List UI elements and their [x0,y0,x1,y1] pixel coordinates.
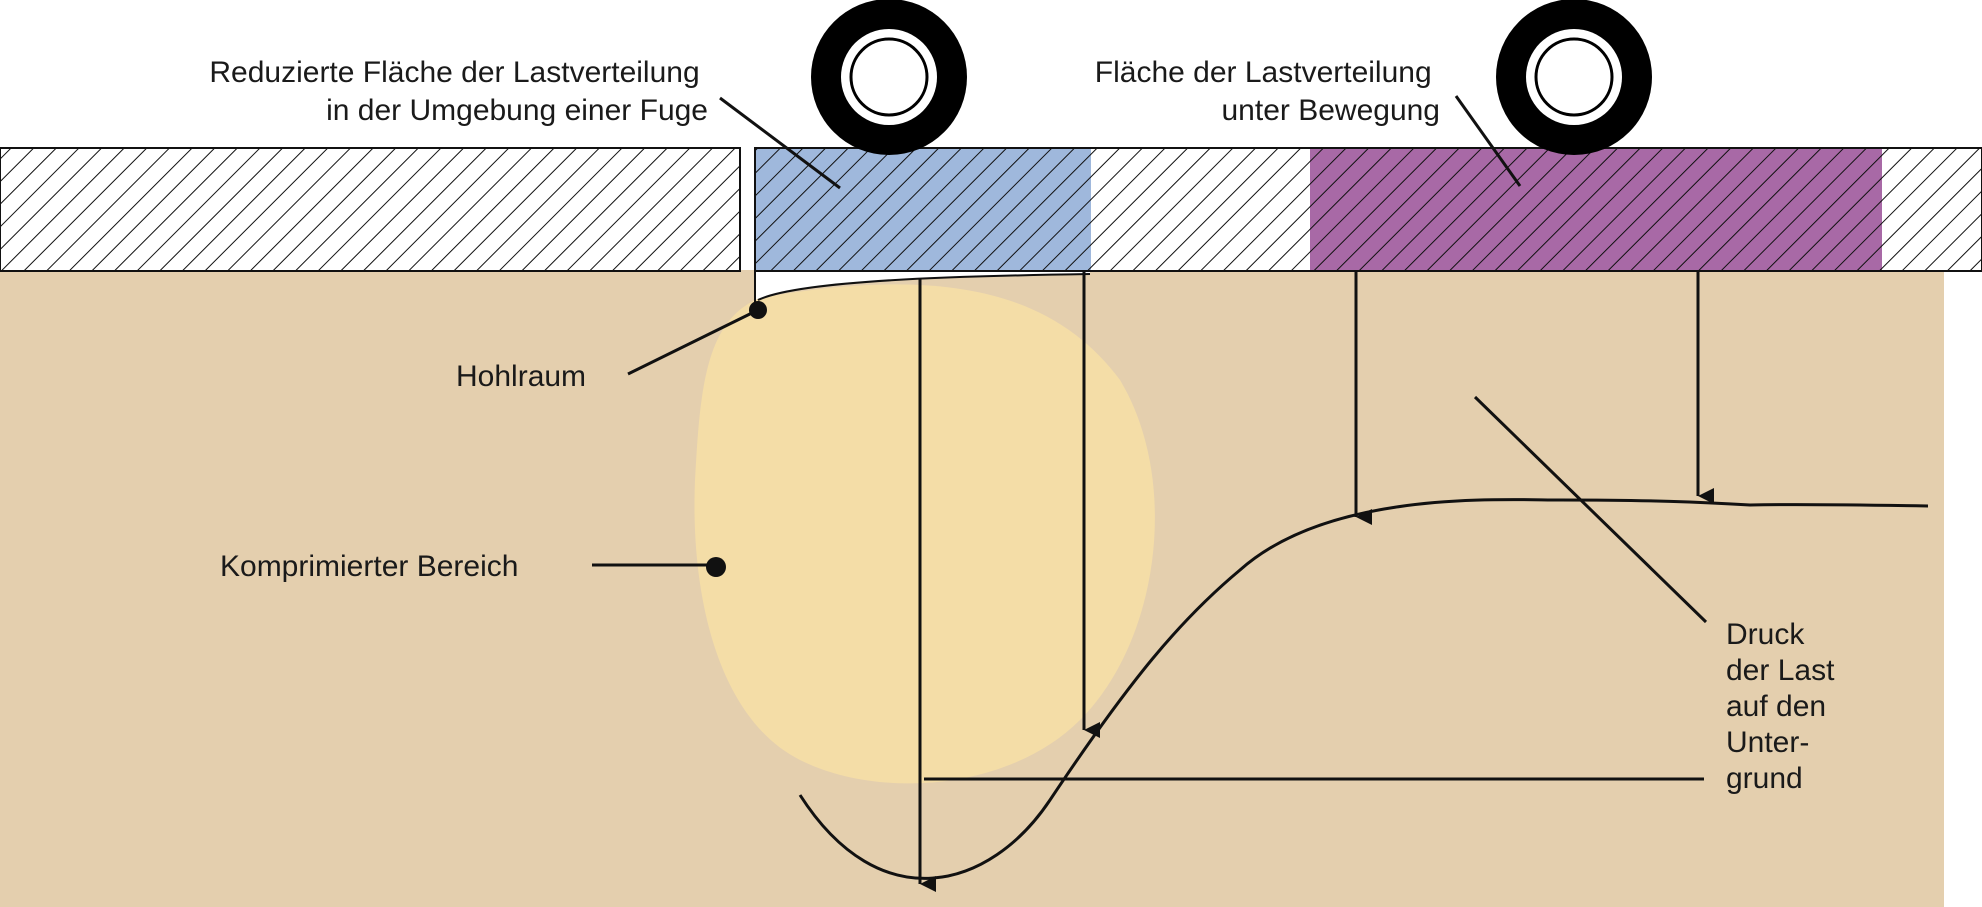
label-pressure-line2: der Last [1726,654,1835,687]
slab-left [0,147,741,272]
cavity-gap [755,272,1090,304]
slab-right-hatch [754,147,1982,272]
leader-moving-area [1454,95,1522,187]
leader-reduced-area [719,96,841,190]
label-moving-area-line1: Fläche der Lastverteilung [1095,56,1432,89]
cavity-dot [749,301,767,319]
label-cavity: Hohlraum [456,360,586,393]
label-pressure: Druck der Last auf den Unter- grund [1726,618,1843,795]
label-reduced-area: Reduzierte Fläche der Lastverteilung in … [209,56,708,127]
pressure-curve [798,498,1929,880]
label-pressure-line5: grund [1726,762,1803,795]
label-pressure-line1: Druck [1726,618,1805,651]
wheel-left-icon [811,0,967,155]
label-reduced-area-line2: in der Umgebung einer Fuge [326,94,708,127]
label-moving-area-line2: unter Bewegung [1222,94,1441,127]
leader-pressure-diag [1473,395,1708,624]
label-compressed: Komprimierter Bereich [220,550,518,583]
wheel-right-icon [1496,0,1652,155]
compressed-zone [694,284,1155,784]
cavity-outline [754,272,1091,304]
compressed-dot [706,557,726,577]
label-pressure-line3: auf den [1726,690,1826,723]
label-reduced-area-line1: Reduzierte Fläche der Lastverteilung [209,56,699,89]
label-pressure-line4: Unter- [1726,726,1809,759]
label-moving-area: Fläche der Lastverteilung unter Bewegung [1095,56,1440,127]
leader-cavity [627,308,759,376]
